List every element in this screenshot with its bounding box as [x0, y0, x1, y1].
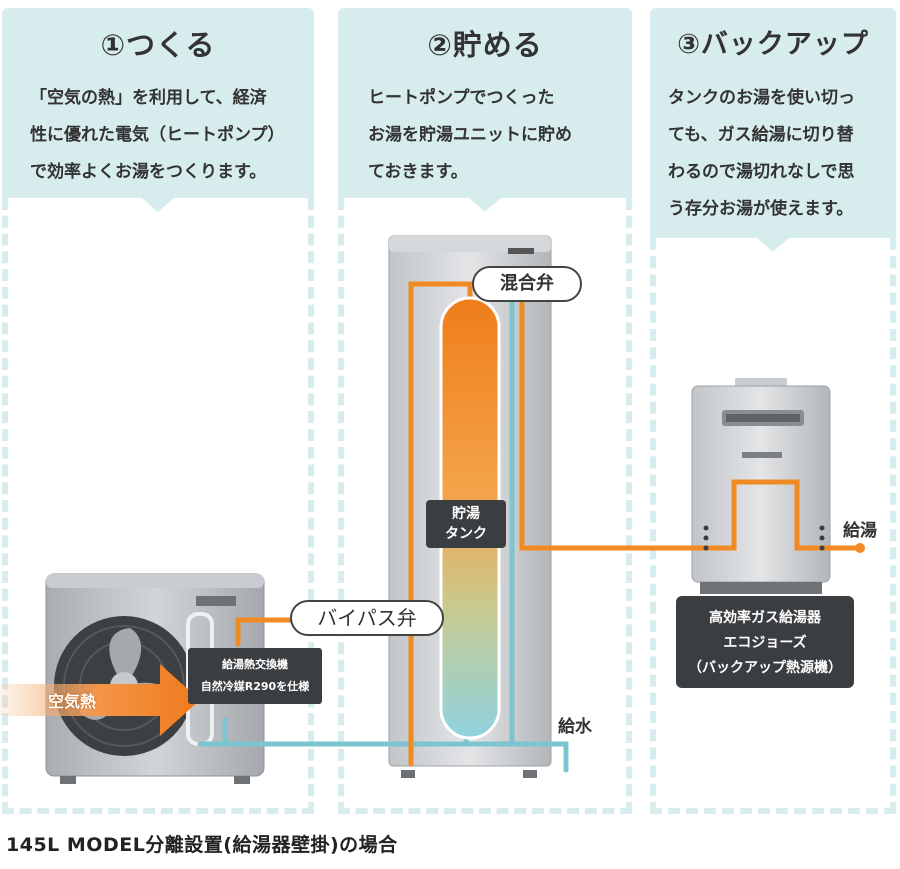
panel-backup-line: わるので湯切れなしで思: [668, 162, 855, 182]
gas-heater-label-line: エコジョーズ: [723, 635, 807, 651]
panel-backup: ③バックアップ タンクのお湯を使い切っ ても、ガス給湯に切り替 わるので湯切れな…: [650, 8, 896, 814]
panel-store-title: ②貯める: [427, 28, 543, 62]
panel-backup-title: ③バックアップ: [677, 29, 869, 60]
panel-backup-line: タンクのお湯を使い切っ: [668, 88, 855, 108]
gas-heater-label-line: 高効率ガス給湯器: [709, 610, 821, 626]
panel-backup-line: う存分お湯が使えます。: [668, 199, 854, 219]
model-caption: 145L MODEL分離設置(給湯器壁掛)の場合: [6, 834, 398, 856]
panel-store-header: [338, 8, 632, 212]
panel-store-frame: [338, 198, 632, 814]
air-heat-arrow: [0, 664, 200, 736]
gas-heater-label-box: [676, 596, 854, 688]
air-heat-label: 空気熱: [47, 692, 96, 711]
panel-backup-header: [650, 8, 896, 252]
bypass-valve-label: バイパス弁: [290, 600, 444, 636]
panel-store-line: お湯を貯湯ユニットに貯め: [368, 125, 572, 145]
panel-create-frame: [2, 198, 314, 814]
panel-create: ①つくる 「空気の熱」を利用して、経済 性に優れた電気（ヒートポンプ） で効率よ…: [2, 8, 314, 814]
heat-exchanger-label: 給湯熱交換機 自然冷媒R290を仕様: [188, 654, 322, 698]
gas-heater-label-line: （バックアップ熱源機）: [688, 660, 842, 676]
heat-exchanger-label-line: 給湯熱交換機: [222, 658, 288, 671]
storage-tank-label-line: タンク: [445, 526, 487, 542]
heat-exchanger-label-line: 自然冷媒R290を仕様: [200, 680, 310, 693]
panel-create-text: 「空気の熱」を利用して、経済 性に優れた電気（ヒートポンプ） で効率よくお湯をつ…: [30, 80, 294, 191]
panel-create-line: 「空気の熱」を利用して、経済: [30, 88, 267, 108]
panel-store-line: ヒートポンプでつくった: [368, 88, 555, 108]
panel-backup-frame: [650, 238, 896, 814]
gas-heater-label: 高効率ガス給湯器 エコジョーズ （バックアップ熱源機）: [676, 606, 854, 681]
panel-create-title: ①つくる: [100, 28, 216, 62]
panel-store-text: ヒートポンプでつくった お湯を貯湯ユニットに貯め ておきます。: [368, 80, 612, 191]
storage-tank-label-box: [426, 500, 506, 548]
panel-store-line: ておきます。: [368, 162, 468, 182]
panel-backup-line: ても、ガス給湯に切り替: [668, 125, 854, 145]
panel-store: ②貯める ヒートポンプでつくった お湯を貯湯ユニットに貯め ておきます。: [338, 8, 632, 814]
storage-tank-label-line: 貯湯: [452, 506, 480, 522]
panel-create-line: 性に優れた電気（ヒートポンプ）: [30, 125, 285, 145]
storage-tank-label: 貯湯 タンク: [426, 504, 506, 544]
panel-create-header: [2, 8, 314, 212]
mixing-valve-label: 混合弁: [472, 266, 582, 302]
panel-backup-text: タンクのお湯を使い切っ ても、ガス給湯に切り替 わるので湯切れなしで思 う存分お…: [668, 80, 888, 228]
water-supply-label: 給水: [558, 717, 592, 737]
heat-exchanger-box: [188, 648, 322, 704]
hot-water-supply-label: 給湯: [843, 521, 877, 541]
gas-heater-dots: [703, 525, 825, 551]
panel-create-line: で効率よくお湯をつくります。: [30, 162, 267, 182]
gas-water-heater: [691, 378, 831, 594]
